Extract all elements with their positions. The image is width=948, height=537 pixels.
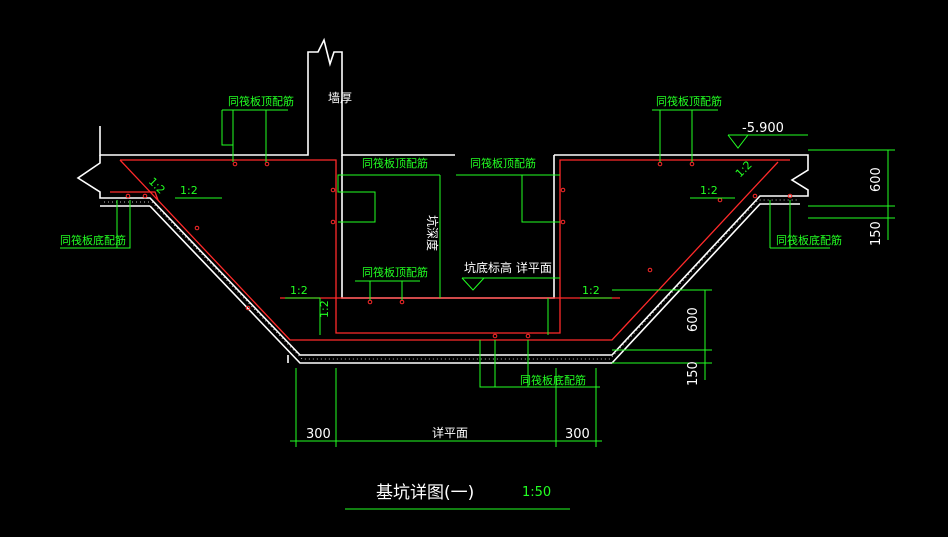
- elevation-label: -5.900: [742, 121, 784, 136]
- slope-label-c: 1:2: [733, 158, 755, 180]
- slab-top-label-right: 同筏板顶配筋: [656, 94, 722, 108]
- dim-right-top-600: 600: [869, 167, 884, 192]
- see-plan-label: 详平面: [432, 425, 468, 440]
- slope-label-b: 1:2: [180, 184, 198, 197]
- drawing-scale: 1:50: [522, 485, 551, 500]
- dim-left-300: 300: [306, 427, 331, 442]
- pit-depth-label: 坑深度: [425, 215, 440, 251]
- dimension-lines: [290, 149, 895, 510]
- slab-bottom-label-right: 同筏板底配筋: [776, 233, 842, 247]
- drawing-title: 基坑详图(一): [376, 483, 474, 503]
- blinding-hatch: [104, 199, 798, 360]
- slab-top-label-mid-left: 同筏板顶配筋: [362, 156, 428, 170]
- slope-label-f: 1:2: [582, 284, 600, 297]
- slab-bottom-label-left: 同筏板底配筋: [60, 233, 126, 247]
- slope-label-e: 1:2: [290, 284, 308, 297]
- dim-right-300: 300: [565, 427, 590, 442]
- pit-bottom-elevation-label: 坑底标高 详平面: [464, 260, 552, 275]
- rebar-dots: [125, 161, 793, 339]
- slope-label-g: 1:2: [318, 300, 331, 318]
- dim-right-low-600: 600: [686, 307, 701, 332]
- leader-lines: [60, 109, 830, 388]
- dim-right-low-150: 150: [686, 361, 701, 386]
- wall-thickness-label: 墙厚: [328, 91, 352, 105]
- slab-top-label-left: 同筏板顶配筋: [228, 94, 294, 108]
- slope-label-d: 1:2: [700, 184, 718, 197]
- slab-top-label-bottom: 同筏板顶配筋: [362, 265, 428, 279]
- slab-top-label-mid-right: 同筏板顶配筋: [470, 156, 536, 170]
- slope-label-a: 1:2: [146, 175, 168, 197]
- rebar-lines: [110, 159, 790, 341]
- slab-bottom-label-bottom: 同筏板底配筋: [520, 373, 586, 387]
- dim-right-top-150: 150: [869, 221, 884, 246]
